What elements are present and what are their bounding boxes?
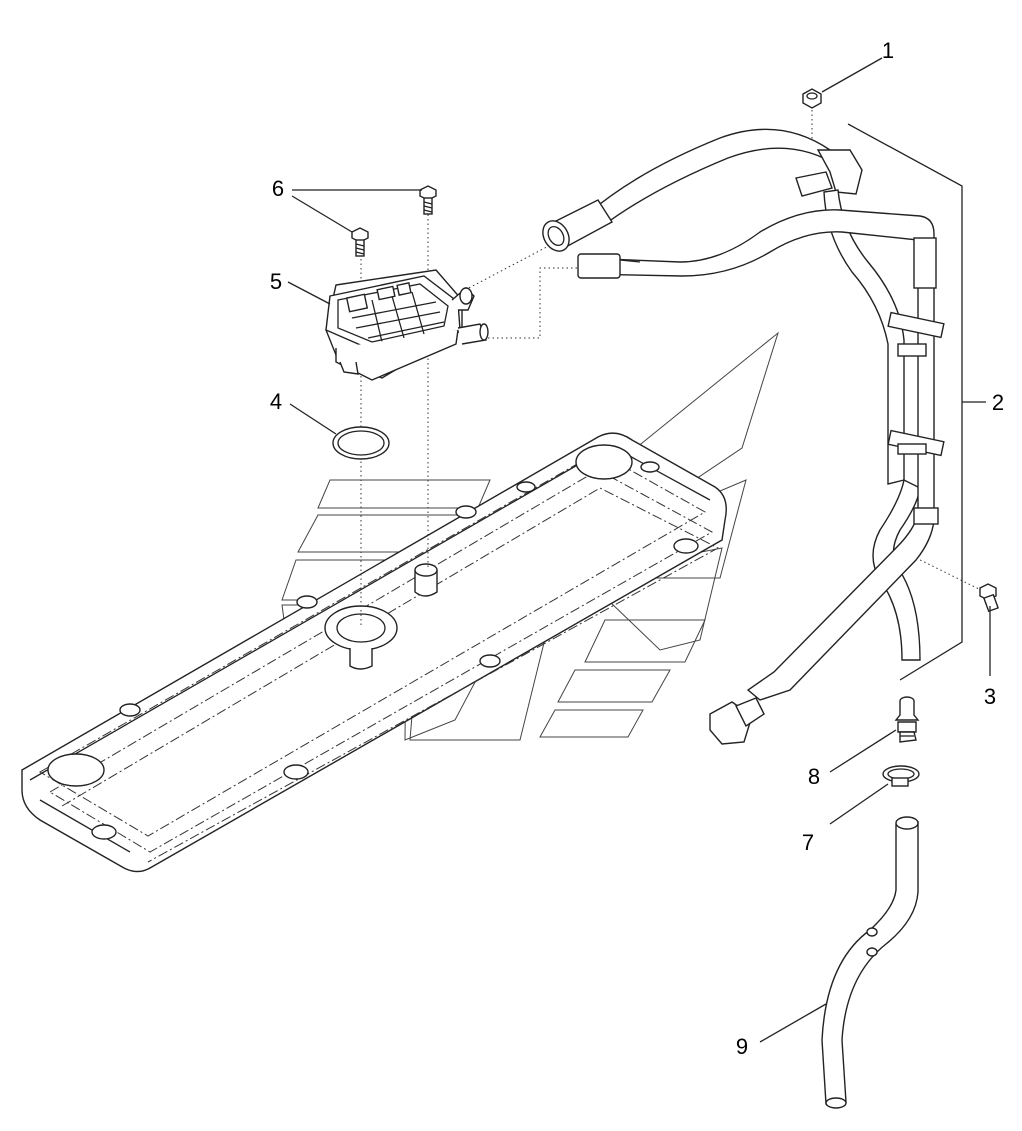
hose-barb bbox=[894, 696, 920, 743]
o-ring bbox=[332, 426, 390, 460]
breather-tube-assembly bbox=[542, 128, 945, 745]
callout-7: 7 bbox=[802, 830, 814, 855]
callout-6: 6 bbox=[272, 176, 284, 201]
hose-clamp bbox=[882, 765, 920, 787]
callout-8: 8 bbox=[808, 764, 820, 789]
callout-4: 4 bbox=[270, 389, 282, 414]
callout-1: 1 bbox=[882, 38, 894, 63]
assembly-lines bbox=[360, 110, 986, 625]
callout-5: 5 bbox=[270, 269, 282, 294]
nut bbox=[802, 88, 822, 109]
screw-upper bbox=[419, 185, 437, 215]
callout-labels: 1 2 3 4 5 6 7 8 9 bbox=[270, 38, 1004, 1059]
bolt bbox=[979, 583, 999, 613]
leader-lines bbox=[287, 57, 991, 1043]
screw-lower bbox=[351, 227, 369, 257]
callout-9: 9 bbox=[736, 1034, 748, 1059]
hose bbox=[821, 816, 919, 1109]
callout-3: 3 bbox=[984, 684, 996, 709]
oil-separator bbox=[325, 269, 489, 381]
valve-cover bbox=[21, 432, 727, 873]
callout-2: 2 bbox=[992, 390, 1004, 415]
